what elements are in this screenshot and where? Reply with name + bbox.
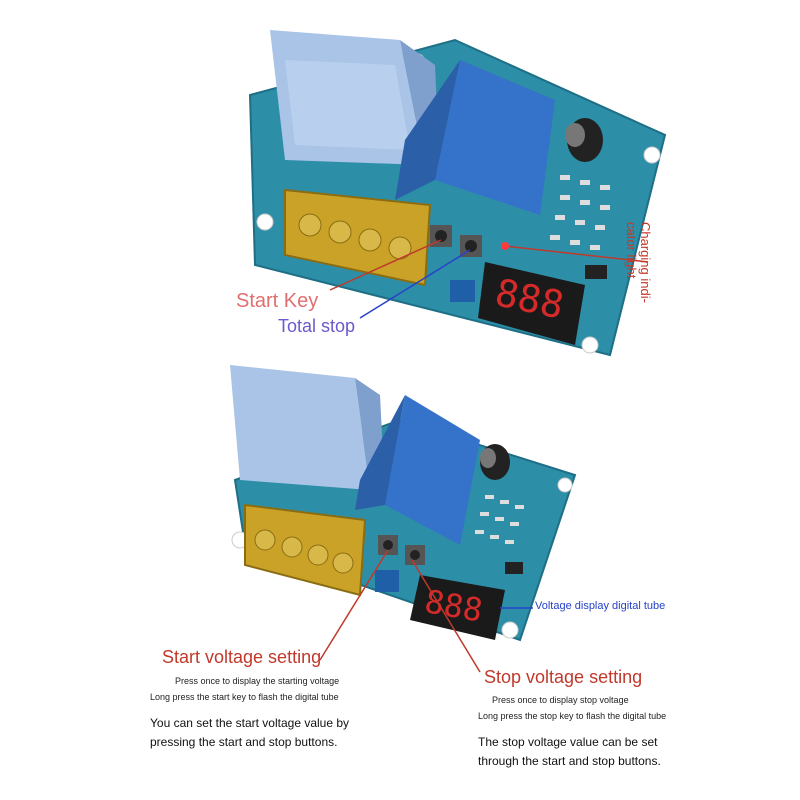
total-stop-pointer — [359, 249, 471, 319]
stop-setting-line4: through the start and stop buttons. — [478, 754, 661, 768]
stop-setting-line2: Long press the stop key to flash the dig… — [478, 711, 667, 721]
bottom-power-connector — [375, 570, 399, 592]
stop-setting-line1: Press once to display stop voltage — [492, 695, 629, 705]
top-smd-components — [550, 175, 610, 250]
start-setting-line2: Long press the start key to flash the di… — [150, 692, 339, 702]
bottom-digital-display: 888 — [410, 575, 505, 640]
voltage-display-label: Voltage display digital tube — [535, 600, 666, 612]
start-setting-line1: Press once to display the starting volta… — [175, 676, 340, 686]
start-setting-line3: You can set the start voltage value by — [150, 716, 350, 730]
total-stop-label: Total stop — [278, 316, 356, 336]
stop-setting-line3: The stop voltage value can be set — [478, 735, 658, 749]
start-setting-line4: pressing the start and stop buttons. — [150, 735, 338, 749]
top-relay — [395, 60, 555, 215]
bottom-terminal-block — [244, 503, 367, 597]
top-ic-chip — [585, 265, 607, 279]
bottom-ic-chip — [505, 562, 523, 574]
top-power-connector — [450, 280, 475, 302]
bottom-relay — [355, 395, 480, 545]
top-capacitor — [565, 118, 603, 162]
charging-indicator-label: Charging indi- cator light — [624, 222, 653, 303]
start-setting-title: Start voltage setting — [162, 647, 322, 667]
start-key-pointer — [329, 239, 442, 291]
charging-indicator-pointer — [504, 245, 649, 263]
stop-setting-title: Stop voltage setting — [484, 667, 643, 687]
bottom-smd-components — [475, 495, 524, 544]
start-key-label: Start Key — [236, 290, 319, 312]
top-buttons — [430, 225, 482, 257]
bottom-capacitor — [480, 444, 510, 480]
stop-setting-pointer — [411, 559, 481, 673]
charging-indicator-led — [501, 242, 509, 250]
bottom-buttons — [378, 535, 425, 565]
bottom-transformer — [230, 365, 385, 495]
top-digital-display: 888 — [478, 262, 585, 345]
start-setting-pointer — [319, 549, 389, 661]
